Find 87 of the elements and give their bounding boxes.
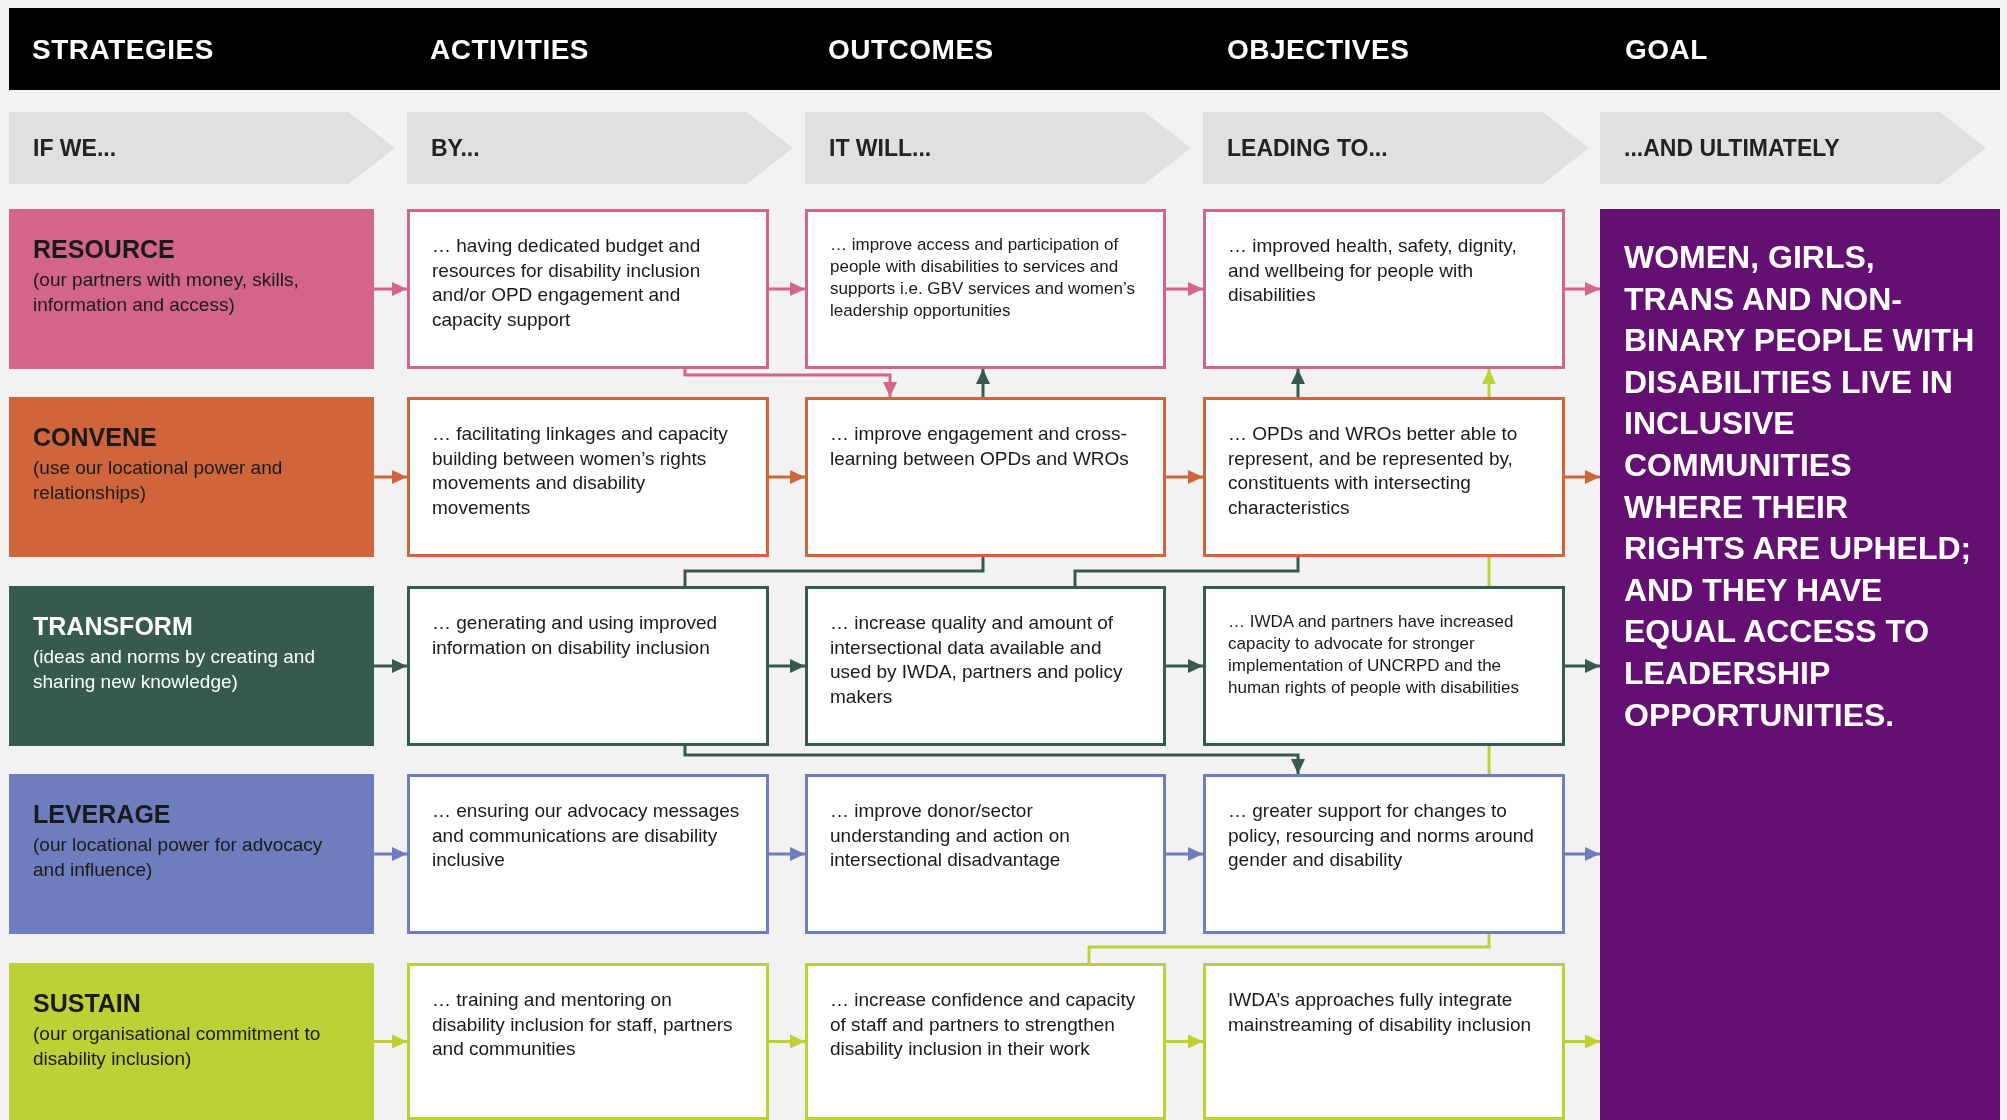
strategy-box xyxy=(9,963,374,1120)
arrow xyxy=(1565,282,1600,296)
arrow xyxy=(769,1034,805,1049)
arrow xyxy=(769,847,805,861)
column-heading: OBJECTIVES xyxy=(1227,34,1410,66)
arrow xyxy=(374,847,407,861)
strategy-title: SUSTAIN xyxy=(33,989,142,1018)
box-text: … IWDA and partners have increased capacity to advocate for stronger implementation of UNCRPD and the human rights of people with disabilities xyxy=(1228,611,1521,700)
connector-line xyxy=(1073,557,1300,586)
box-text: … increase confidence and capacity of staff and partners to strengthen disability inclusion in their work xyxy=(830,988,1137,1062)
activity-box xyxy=(407,774,769,934)
box-text: … generating and using improved information on disability inclusion xyxy=(432,611,719,660)
box-text: … increase quality and amount of intersectional data available and used by IWDA, partners and policy makers xyxy=(830,611,1124,710)
strategy-description: (our partners with money, skills, information and access) xyxy=(33,268,300,317)
connector-line xyxy=(1487,746,1491,774)
strategy-description: (use our locational power and relationships) xyxy=(33,456,284,505)
objective-box xyxy=(1203,209,1565,369)
box-text: … improve donor/sector understanding and action on intersectional disadvantage xyxy=(830,799,1071,873)
objective-box xyxy=(1203,397,1565,557)
arrow xyxy=(1291,369,1305,397)
stage-label: IF WE... xyxy=(33,134,117,162)
box-text: … ensuring our advocacy messages and communications are disability inclusive xyxy=(432,799,741,873)
strategy-title: TRANSFORM xyxy=(33,612,194,641)
strategy-box xyxy=(9,397,374,557)
arrow xyxy=(1166,1034,1203,1049)
box-text: … OPDs and WROs better able to represent, and be represented by, constituents with intersecting characteristics xyxy=(1228,422,1519,521)
arrow xyxy=(683,369,897,397)
arrow xyxy=(769,659,805,673)
arrow xyxy=(1166,659,1203,673)
stage-label: IT WILL... xyxy=(829,134,932,162)
objective-box xyxy=(1203,586,1565,746)
arrow xyxy=(374,1034,407,1049)
strategy-box xyxy=(9,586,374,746)
strategy-description: (our locational power for advocacy and influence) xyxy=(33,833,324,882)
connector-line xyxy=(1087,934,1491,963)
connector-line xyxy=(1487,557,1491,586)
arrow xyxy=(1166,282,1203,296)
arrow xyxy=(1166,470,1203,484)
activity-box xyxy=(407,963,769,1120)
objective-box xyxy=(1203,963,1565,1120)
arrow xyxy=(374,659,407,673)
arrow xyxy=(1482,369,1496,397)
goal-box xyxy=(1600,209,2000,1120)
strategy-title: LEVERAGE xyxy=(33,800,172,829)
arrow xyxy=(769,470,805,484)
arrow xyxy=(1166,847,1203,861)
box-text: … improve access and participation of people with disabilities to services and supports i.e. GBV services and women’s leadership opportunities xyxy=(830,234,1136,323)
strategy-description: (our organisational commitment to disability inclusion) xyxy=(33,1022,322,1071)
arrow xyxy=(976,369,990,397)
activity-box xyxy=(407,209,769,369)
column-heading: GOAL xyxy=(1625,34,1708,66)
strategy-title: RESOURCE xyxy=(33,235,176,264)
strategy-description: (ideas and norms by creating and sharing new knowledge) xyxy=(33,645,316,694)
arrow xyxy=(683,746,1305,774)
outcome-box xyxy=(805,209,1166,369)
column-heading: STRATEGIES xyxy=(32,34,214,66)
arrow xyxy=(1565,470,1600,484)
arrow xyxy=(374,282,407,296)
box-text: … improved health, safety, dignity, and wellbeing for people with disabilities xyxy=(1228,234,1518,308)
arrow xyxy=(1565,659,1600,673)
outcome-box xyxy=(805,397,1166,557)
stage-label: ...AND ULTIMATELY xyxy=(1624,134,1840,162)
arrow xyxy=(1565,847,1600,861)
column-heading: OUTCOMES xyxy=(828,34,994,66)
stage-label: LEADING TO... xyxy=(1227,134,1388,162)
arrow xyxy=(374,470,407,484)
outcome-box xyxy=(805,774,1166,934)
box-text: IWDA’s approaches fully integrate mainstreaming of disability inclusion xyxy=(1228,988,1533,1037)
strategy-box xyxy=(9,209,374,369)
box-text: … training and mentoring on disability inclusion for staff, partners and communities xyxy=(432,988,734,1062)
strategy-box xyxy=(9,774,374,934)
box-text: … greater support for changes to policy, resourcing and norms around gender and disability xyxy=(1228,799,1535,873)
arrow xyxy=(1565,1034,1600,1049)
activity-box xyxy=(407,397,769,557)
strategy-title: CONVENE xyxy=(33,423,158,452)
outcome-box xyxy=(805,963,1166,1120)
activity-box xyxy=(407,586,769,746)
objective-box xyxy=(1203,774,1565,934)
box-text: … having dedicated budget and resources for disability inclusion and/or OPD engagement and capacity support xyxy=(432,234,702,333)
connector-line xyxy=(683,557,985,586)
column-heading: ACTIVITIES xyxy=(430,34,589,66)
goal-text: WOMEN, GIRLS, TRANS AND NON-BINARY PEOPLE WITH DISABILITIES LIVE IN INCLUSIVE COMMUNITIES WHERE THEIR RIGHTS ARE UPHELD; AND THEY HAVE EQUAL ACCESS TO LEADERSHIP OPPORTUNITIES. xyxy=(1624,238,1976,735)
box-text: … improve engagement and cross-learning between OPDs and WROs xyxy=(830,422,1130,471)
outcome-box xyxy=(805,586,1166,746)
stage-label: BY... xyxy=(431,134,480,162)
arrow xyxy=(769,282,805,296)
box-text: … facilitating linkages and capacity building between women’s rights movements and disability movements xyxy=(432,422,729,521)
